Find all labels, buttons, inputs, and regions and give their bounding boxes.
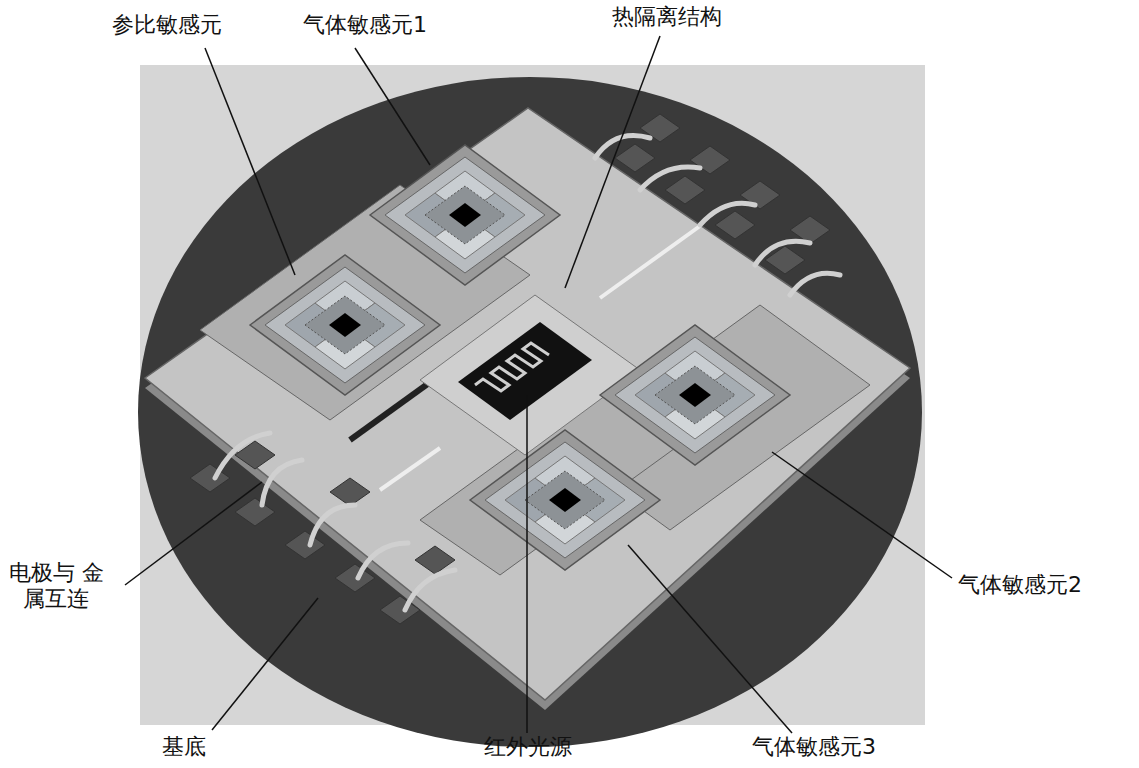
part-label: 基底 — [162, 734, 206, 760]
part-label: 电极与 金属互连 — [8, 560, 105, 613]
part-label: 热隔离结构 — [612, 4, 722, 30]
part-label: 气体敏感元1 — [303, 12, 427, 38]
part-label: 气体敏感元2 — [958, 572, 1082, 598]
part-label: 参比敏感元 — [112, 12, 222, 38]
part-label: 气体敏感元3 — [752, 734, 876, 760]
part-label: 红外光源 — [484, 734, 572, 760]
